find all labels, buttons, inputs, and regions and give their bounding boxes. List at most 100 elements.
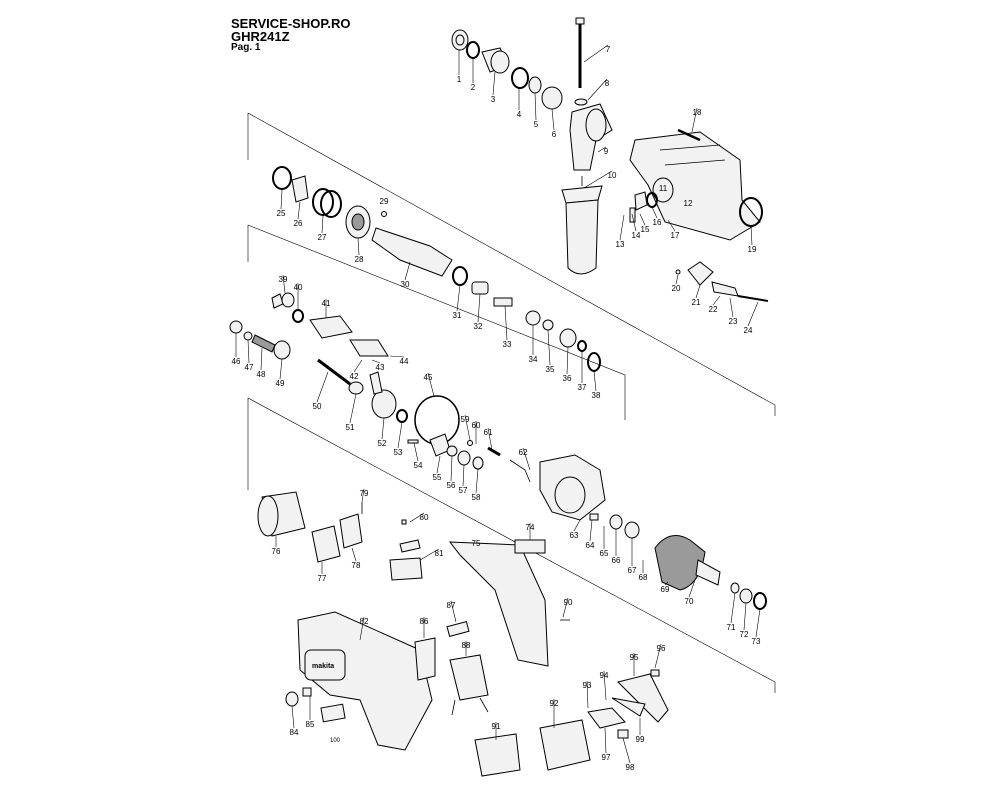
leader-line-90: [562, 597, 569, 618]
part-number-41: 41: [322, 299, 331, 308]
leader-line-5: [534, 92, 537, 121]
part-number-69: 69: [661, 585, 670, 594]
leader-line-56: [450, 455, 453, 482]
crank-housing-assembly: [407, 433, 640, 539]
part-number-84: 84: [290, 728, 299, 737]
motor-housing-assembly: [257, 491, 570, 667]
part-number-12: 12: [684, 199, 693, 208]
part-number-58: 58: [472, 493, 481, 502]
part-number-45: 45: [424, 373, 433, 382]
part-number-21: 21: [692, 298, 701, 307]
leader-line-16: [651, 206, 658, 219]
leader-line-26: [297, 201, 301, 220]
leader-line-72: [743, 602, 747, 631]
leader-line-35: [547, 329, 551, 366]
leader-line-30: [404, 261, 411, 281]
part-number-35: 35: [546, 365, 555, 374]
part-number-20: 20: [672, 284, 681, 293]
part-number-99: 99: [636, 735, 645, 744]
leader-line-54: [413, 442, 419, 462]
part-number-22: 22: [709, 305, 718, 314]
part-number-71: 71: [727, 623, 736, 632]
leader-line-17: [667, 219, 676, 232]
part-number-73: 73: [752, 637, 761, 646]
part-number-93: 93: [583, 681, 592, 690]
leader-line-50: [316, 371, 329, 403]
piston-crank-assembly: [229, 292, 460, 445]
leader-line-96: [654, 643, 662, 669]
leader-line-15: [639, 213, 646, 226]
leader-line-32: [477, 293, 481, 323]
part-number-11: 11: [659, 184, 668, 193]
leader-line-79: [361, 488, 365, 503]
leader-line-57: [462, 464, 465, 487]
leader-line-39: [282, 274, 286, 294]
front-grip-assembly: [451, 17, 613, 275]
leader-line-14: [631, 213, 637, 232]
leader-line-47: [247, 339, 250, 364]
part-number-17: 17: [671, 231, 680, 240]
leader-line-36: [566, 346, 569, 375]
leader-line-28: [357, 237, 360, 256]
part-number-81: 81: [435, 549, 444, 558]
part-number-2: 2: [471, 83, 476, 92]
part-number-46: 46: [232, 357, 241, 366]
leader-line-51: [349, 393, 357, 424]
leader-line-44: [389, 355, 405, 358]
part-number-60: 60: [472, 421, 481, 430]
part-number-27: 27: [318, 233, 327, 242]
leader-line-20: [675, 274, 679, 285]
leader-line-38: [593, 370, 597, 392]
leader-line-8: [587, 78, 608, 101]
part-number-75: 75: [472, 539, 481, 548]
part-number-24: 24: [744, 326, 753, 335]
part-number-82: 82: [360, 617, 369, 626]
part-number-59: 59: [461, 415, 470, 424]
leader-line-59: [464, 414, 471, 441]
leader-line-62: [522, 447, 531, 471]
sticker-code: 100: [330, 738, 341, 744]
part-number-98: 98: [626, 763, 635, 772]
part-number-86: 86: [420, 617, 429, 626]
gear-housing-assembly: [629, 128, 769, 302]
leader-line-45: [427, 372, 435, 397]
leader-line-24: [747, 301, 759, 327]
page-number: Pag. 1: [231, 42, 261, 53]
leader-line-81: [419, 548, 440, 561]
part-number-4: 4: [517, 110, 522, 119]
part-number-26: 26: [294, 219, 303, 228]
part-number-94: 94: [600, 671, 609, 680]
leader-line-18: [691, 107, 698, 133]
handle-battery-assembly: makita: [285, 611, 669, 777]
part-number-54: 54: [414, 461, 423, 470]
part-number-79: 79: [360, 489, 369, 498]
leader-line-87: [450, 600, 457, 623]
part-number-53: 53: [394, 448, 403, 457]
part-number-8: 8: [605, 79, 610, 88]
leader-line-10: [583, 170, 613, 189]
part-number-36: 36: [563, 374, 572, 383]
leader-line-97: [604, 727, 607, 754]
leader-line-69: [664, 581, 669, 586]
part-number-97: 97: [602, 753, 611, 762]
part-number-70: 70: [685, 597, 694, 606]
part-number-10: 10: [608, 171, 617, 180]
part-number-25: 25: [277, 209, 286, 218]
leader-line-55: [436, 455, 441, 474]
part-number-30: 30: [401, 280, 410, 289]
part-number-49: 49: [276, 379, 285, 388]
leader-line-52: [381, 417, 385, 440]
leader-line-61: [487, 427, 493, 451]
part-number-43: 43: [376, 363, 385, 372]
part-number-23: 23: [729, 317, 738, 326]
part-number-16: 16: [653, 218, 662, 227]
assembly-frames: [247, 112, 776, 693]
part-number-78: 78: [352, 561, 361, 570]
part-number-15: 15: [641, 225, 650, 234]
part-number-57: 57: [459, 486, 468, 495]
part-number-68: 68: [639, 573, 648, 582]
part-number-42: 42: [350, 372, 359, 381]
armature-assembly: [654, 535, 767, 610]
leader-line-63: [573, 519, 581, 532]
